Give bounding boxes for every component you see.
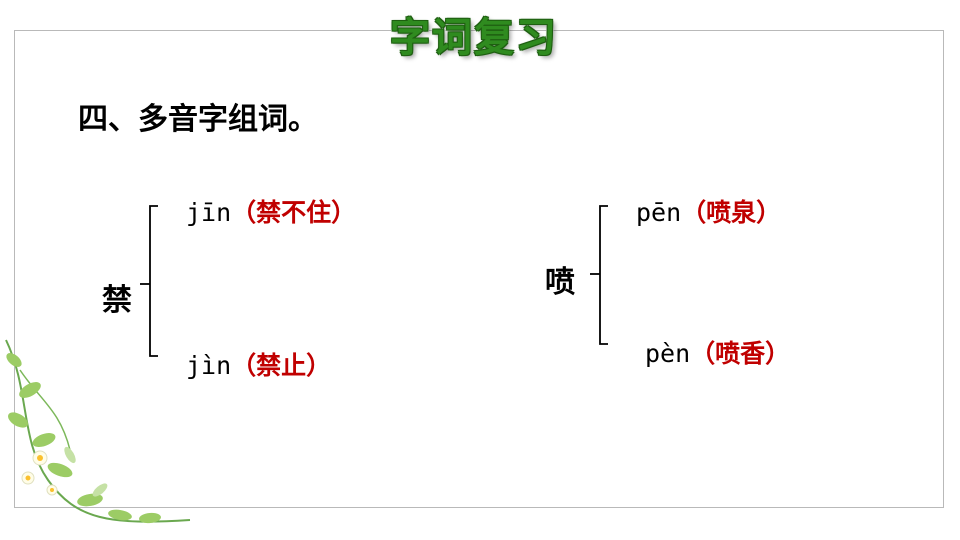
title-banner: 字词复习 [350,6,598,63]
banner-title: 字词复习 [389,13,558,63]
slide-frame [14,30,944,508]
bracket-pen [590,205,608,345]
pinyin-label: pèn [645,339,691,368]
pinyin-label: jīn [186,198,232,227]
reading-entry: pēn（喷泉） [636,193,781,229]
word-answer: （喷泉） [681,198,782,227]
pinyin-label: jìn [186,351,232,380]
reading-entry: jìn（禁止） [186,346,331,382]
word-answer: （禁止） [231,351,332,380]
word-answer: （喷香） [690,339,791,368]
pinyin-label: pēn [636,198,682,227]
vine-decoration [5,339,191,524]
section-heading: 四、多音字组词。 [78,102,318,137]
word-answer: （禁不住） [231,198,357,227]
polyphone-character-pen: 喷 [545,265,575,300]
flower-icon [21,450,58,496]
reading-entry: pèn（喷香） [645,334,790,370]
reading-entry: jīn（禁不住） [186,193,356,229]
bracket-jin [140,205,158,357]
polyphone-character-jin: 禁 [102,283,132,318]
